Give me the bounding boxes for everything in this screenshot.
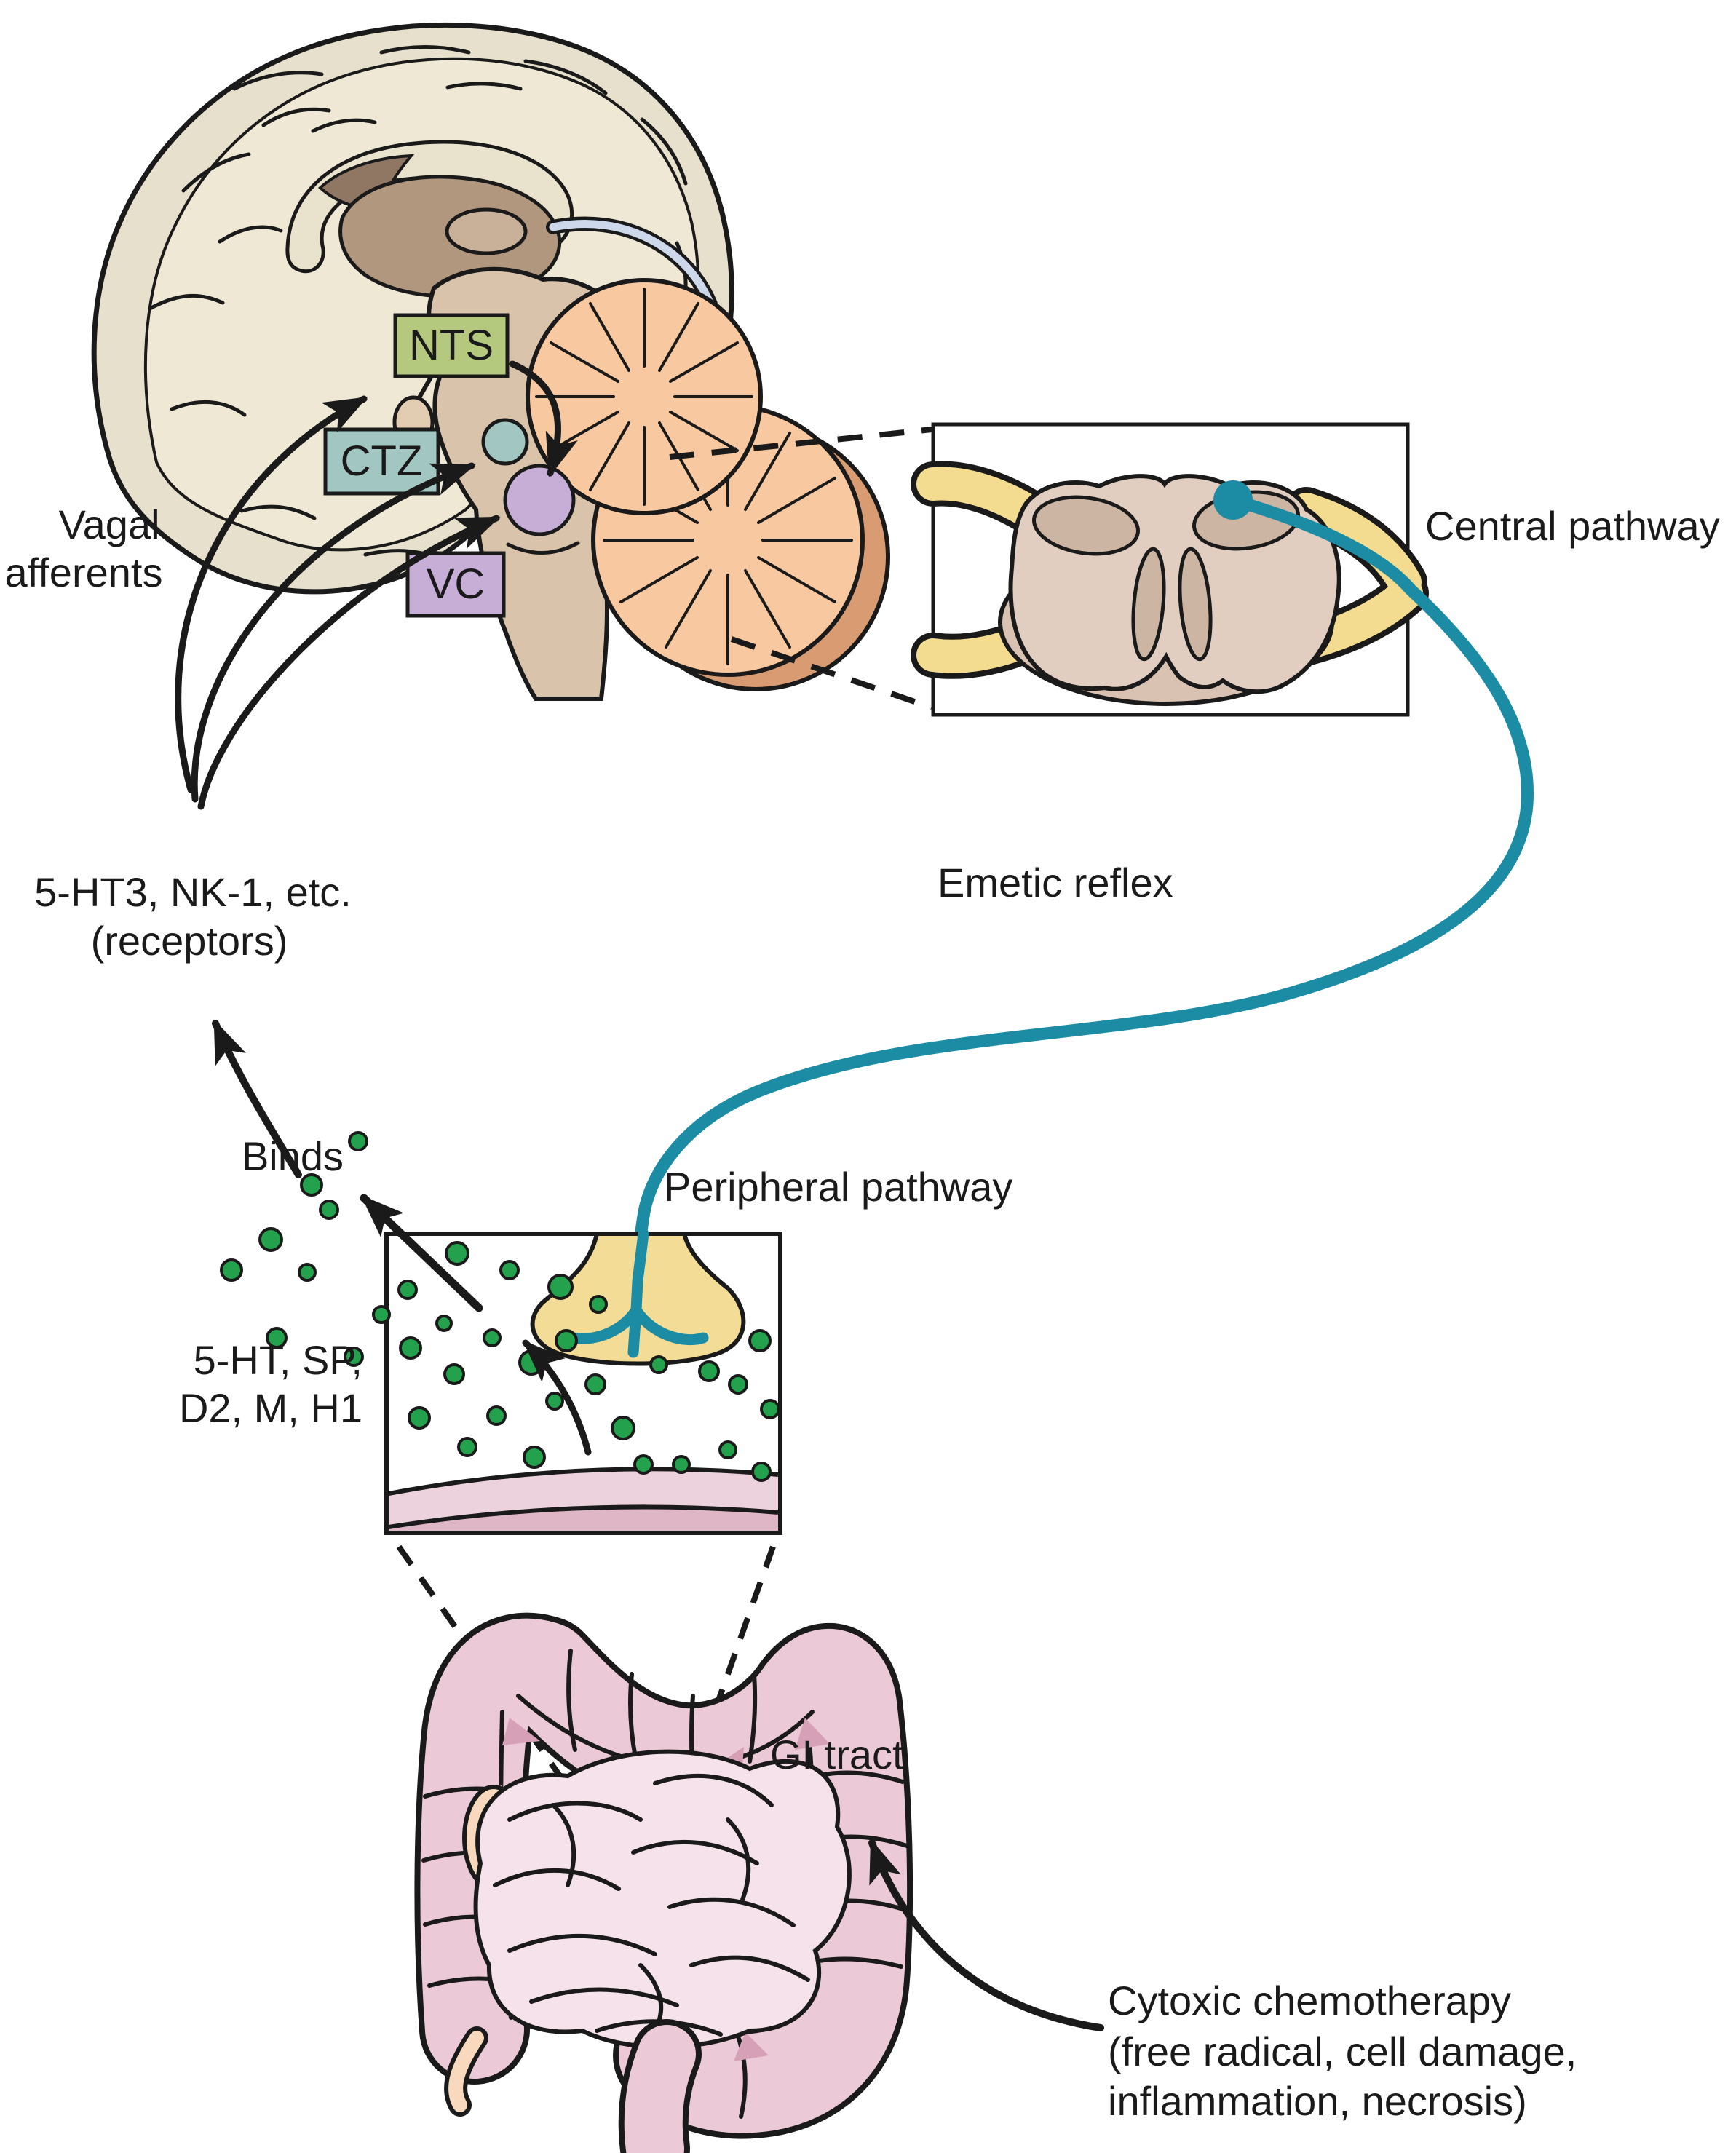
tentorium-band-fill [549, 220, 715, 309]
vc-label: VC [427, 560, 485, 608]
central-to-peripheral-path [630, 493, 1534, 1317]
vc-box: VC [405, 551, 506, 618]
vagal-arrow-to-ctz [191, 462, 476, 803]
nts-box: NTS [393, 313, 510, 378]
release-arrow [522, 1339, 592, 1456]
pathway-origin-dot [1213, 480, 1253, 520]
nts-to-vc-arrow [509, 360, 578, 477]
ctz-label: CTZ [341, 437, 423, 485]
vc-spot [503, 464, 576, 536]
synapse-box-border [384, 1232, 782, 1535]
vagal-arrow-to-nts [175, 395, 368, 793]
intestine-loop-lines [493, 1774, 810, 2037]
transmitters-label-line2: D2, M, H1 [179, 1385, 362, 1431]
appendix [444, 2026, 488, 2117]
binds-arrow [360, 1194, 483, 1312]
peripheral-pathway-label: Peripheral pathway [664, 1164, 1012, 1210]
ctz-spot [481, 418, 529, 466]
cerebellum-upper-lobe [526, 278, 763, 515]
colon [414, 1612, 913, 2139]
synapse-inset [220, 1131, 782, 1535]
ctz-box: CTZ [323, 427, 440, 496]
dashed-connector-lower [730, 636, 933, 710]
chemo-label-line1: Cytoxic chemotherapy [1108, 1978, 1511, 2023]
binds-label: Binds [242, 1133, 344, 1179]
receptors-arrow [212, 1019, 302, 1178]
terminal-teal-branches [568, 1228, 709, 1358]
dashed-connector-upper [669, 427, 932, 460]
receptors-label-line1: 5-HT3, NK-1, etc. [34, 869, 352, 915]
gi-tract-label: GI tract [770, 1732, 904, 1777]
chemo-arrow [868, 1839, 1104, 2031]
emetic-reflex-label: Emetic reflex [938, 860, 1173, 905]
pons-arc [506, 541, 580, 555]
gut-wall-lower-layer [389, 1507, 778, 1533]
gi-tract-illustration [414, 1612, 913, 2153]
vagal-afferents-label-line2: afferents [5, 550, 163, 595]
thalamic-nucleus [445, 207, 528, 255]
chemo-label-line3: inflammation, necrosis) [1108, 2078, 1527, 2124]
vagal-afferents-label-line1: Vagal [58, 501, 159, 547]
rectum [618, 2019, 702, 2153]
transmitter-dots [220, 1131, 780, 1482]
inset-dashed-connectors [669, 427, 933, 710]
vagal-afferent-arrows [175, 360, 578, 810]
gut-wall-line-2 [388, 1504, 779, 1529]
brainstem-inset [911, 422, 1429, 717]
central-pathway-label: Central pathway [1425, 503, 1720, 549]
nts-label: NTS [409, 322, 494, 369]
vagal-arrow-to-vc [197, 515, 501, 810]
transmitters-label-line1: 5-HT, SP, [194, 1337, 362, 1383]
receptors-label-line2: (receptors) [91, 918, 288, 964]
chemo-label-line2: (free radical, cell damage, [1108, 2029, 1577, 2074]
gut-wall-line-1 [388, 1467, 779, 1496]
